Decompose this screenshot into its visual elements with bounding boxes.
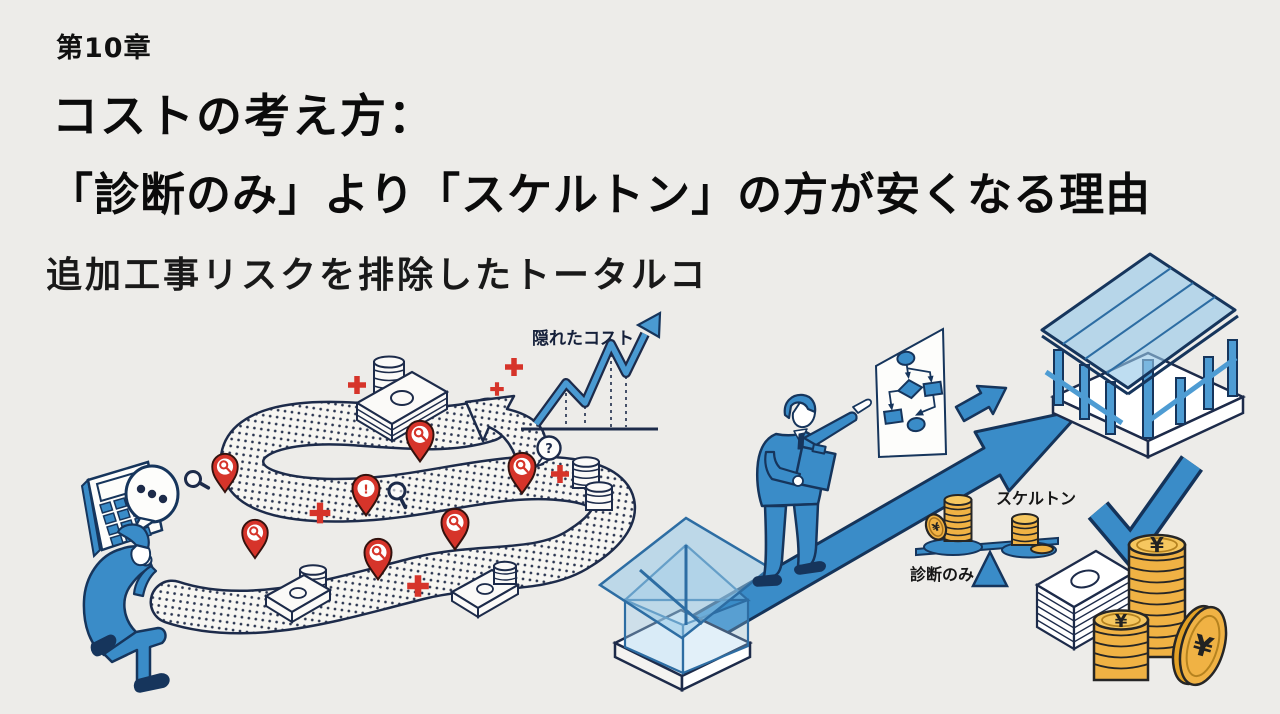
yen-glyph: ¥ <box>1115 611 1128 632</box>
plus-icon <box>348 376 366 394</box>
scale-label-skeleton: スケルトン <box>996 489 1076 508</box>
coin-stack-front: ¥ <box>1092 609 1150 682</box>
location-pin-alert-icon: ! <box>351 473 381 517</box>
speech-bubble <box>124 464 180 539</box>
yen-glyph: ¥ <box>1150 533 1164 557</box>
scale-label-diagnosis: 診断のみ <box>910 565 974 584</box>
location-pin-icon <box>242 520 268 558</box>
chart-label: 隠れたコスト <box>532 328 634 349</box>
yen-coin-tilted: ¥ <box>1171 604 1228 687</box>
hidden-money-top <box>354 355 450 443</box>
standing-person <box>752 393 873 587</box>
question-bubble: ? <box>535 435 562 468</box>
hidden-cost-chart: 隠れたコスト <box>521 311 662 431</box>
inspection-pins: ! <box>212 421 535 580</box>
flowchart-card <box>874 327 948 459</box>
hidden-money-bottom-left <box>263 564 333 624</box>
exclamation-glyph: ! <box>363 481 369 496</box>
page-title-line-1: コストの考え方： <box>52 89 436 143</box>
chart-arrow-head <box>635 311 662 339</box>
hidden-money-bottom-right <box>449 560 521 619</box>
page-title-line-2: 「診断のみ」より「スケルトン」の方が安くなる理由 <box>48 168 1152 221</box>
coin-stack-diagnosis: ¥ <box>924 494 973 543</box>
chapter-label: 第10章 <box>56 33 152 64</box>
hidden-money-right <box>572 456 613 511</box>
plus-icon <box>505 358 523 376</box>
search-icon <box>184 470 211 490</box>
search-icon <box>387 481 408 510</box>
savings-money: ¥ ¥ ¥ <box>1034 533 1228 687</box>
plus-icon <box>490 382 504 396</box>
location-pin-icon <box>407 421 434 462</box>
coin-stack-skeleton <box>1011 513 1054 555</box>
page-subtitle: 追加工事リスクを排除したトータルコ <box>46 255 709 296</box>
crouching-person <box>82 523 170 693</box>
glass-house-small <box>597 516 773 693</box>
location-pin-icon <box>442 509 469 550</box>
skeleton-house-large <box>1040 252 1246 459</box>
next-step-arrow <box>954 384 1008 423</box>
cost-balance-scale: ¥ スケルトン 診断のみ <box>910 489 1076 588</box>
question-glyph: ? <box>545 442 553 457</box>
